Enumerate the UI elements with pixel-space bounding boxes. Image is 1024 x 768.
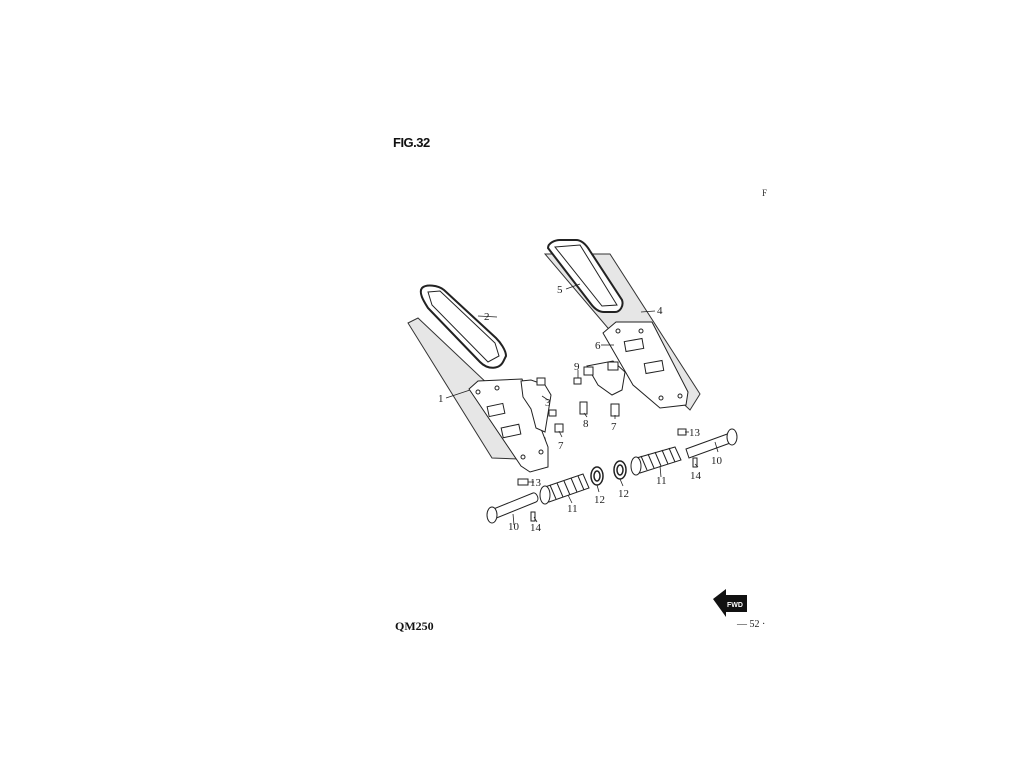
callout-13-left: 13: [530, 477, 542, 489]
left-plate-slot-2: [500, 423, 522, 439]
callout-14-left: 14: [530, 522, 542, 534]
bolt-part-8: [579, 401, 588, 415]
callout-9: 9: [574, 361, 580, 373]
leader-lines: [445, 283, 719, 526]
callout-6: 6: [595, 340, 601, 352]
callout-12-right: 12: [618, 488, 629, 500]
callout-12-left: 12: [594, 494, 605, 506]
callout-4: 4: [657, 305, 663, 317]
callout-11-left: 11: [567, 503, 578, 515]
bolt-part-3: [548, 409, 557, 417]
fwd-label: FWD: [727, 602, 743, 609]
callout-10-left: 10: [508, 521, 520, 533]
right-footboard-pad: [546, 239, 624, 313]
callout-10-right: 10: [711, 455, 723, 467]
left-plate-slot-1: [486, 402, 506, 418]
right-plate-slot-1: [623, 337, 645, 353]
callout-2: 2: [484, 311, 490, 323]
bolt-part-7-right: [610, 403, 620, 417]
bolt-part-7-left: [554, 423, 564, 433]
callout-14-right: 14: [690, 470, 702, 482]
callouts: 1 2 3 4 5 6 7 7 8 9 10 10 11 11 12 12 13…: [438, 284, 723, 534]
right-plate-slot-2: [643, 359, 665, 375]
page-edge-mark: F: [762, 188, 768, 198]
page-number: — 52 ·: [737, 619, 766, 630]
cotter-pin-14-right: [692, 457, 698, 468]
right-footboard-assembly: [543, 239, 701, 411]
hardware: [517, 377, 698, 522]
callout-7-right: 7: [611, 421, 617, 433]
springs: [539, 446, 682, 505]
pivot-pin-10-left: [490, 492, 539, 520]
fwd-arrow-icon: FWD: [713, 589, 747, 617]
callout-5: 5: [557, 284, 563, 296]
model-label: QM250: [395, 619, 434, 633]
nut-part-9: [573, 377, 582, 385]
washers: [590, 460, 627, 486]
left-footboard-assembly: [407, 284, 552, 473]
figure-title: FIG.32: [393, 135, 430, 150]
clip-part-13-left: [517, 478, 529, 486]
cotter-pin-14-left: [530, 511, 536, 522]
pivot-pins: [486, 428, 738, 524]
right-bracket: [586, 360, 626, 396]
clip-part-13-right: [677, 428, 687, 436]
callout-11-right: 11: [656, 475, 667, 487]
callout-1: 1: [438, 393, 444, 405]
left-bracket: [520, 379, 552, 433]
callout-3: 3: [545, 397, 551, 409]
left-footboard-pad: [419, 284, 508, 369]
callout-8: 8: [583, 418, 589, 430]
callout-13-right: 13: [689, 427, 701, 439]
callout-7-left: 7: [558, 440, 564, 452]
